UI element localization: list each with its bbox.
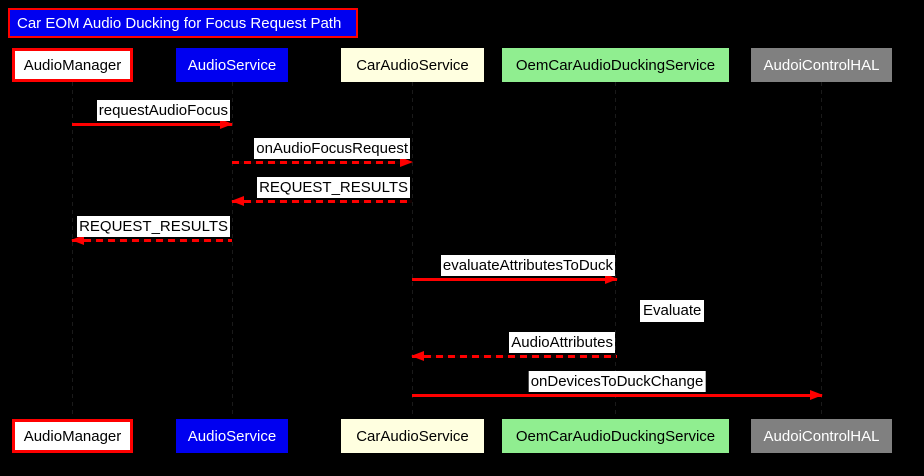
lifeline-audioservice [232, 82, 233, 418]
participant-label: AudoiControlHAL [763, 56, 880, 74]
arrowhead-right-icon [810, 390, 823, 400]
arrowhead-left-icon [411, 351, 424, 361]
participant-audioservice-top[interactable]: AudioService [176, 48, 288, 82]
participant-audiomanager-bottom[interactable]: AudioManager [12, 419, 133, 453]
lifeline-audiomanager [72, 82, 73, 418]
arrowhead-left-icon [231, 196, 244, 206]
participant-audiomanager-top[interactable]: AudioManager [12, 48, 133, 82]
message-ondevicestoduckchange: onDevicesToDuckChange [412, 371, 823, 400]
message-label: evaluateAttributesToDuck [440, 255, 615, 276]
participant-caraudioservice-bottom[interactable]: CarAudioService [341, 419, 484, 453]
message-label: requestAudioFocus [96, 100, 230, 121]
participant-label: OemCarAudioDuckingService [515, 427, 716, 445]
arrowhead-right-icon [400, 157, 413, 167]
participant-label: AudioService [187, 427, 277, 445]
note-label-text: Evaluate [643, 302, 702, 319]
participant-label: AudoiControlHAL [763, 427, 880, 445]
message-shaft [232, 200, 412, 203]
arrowhead-right-icon [220, 119, 233, 129]
participant-oemducking-bottom[interactable]: OemCarAudioDuckingService [502, 419, 729, 453]
message-label: onDevicesToDuckChange [528, 371, 706, 392]
message-label: REQUEST_RESULTS [257, 177, 410, 198]
message-request-results-to-audioservice: REQUEST_RESULTS [231, 177, 412, 206]
participant-label: CarAudioService [356, 56, 469, 74]
message-label: AudioAttributes [509, 332, 615, 353]
message-shaft [72, 239, 232, 242]
diagram-title-box: Car EOM Audio Ducking for Focus Request … [8, 8, 358, 38]
lifeline-hal [821, 82, 822, 418]
message-audioattributes: AudioAttributes [411, 332, 617, 361]
participant-hal-bottom[interactable]: AudoiControlHAL [751, 419, 892, 453]
participant-oemducking-top[interactable]: OemCarAudioDuckingService [502, 48, 729, 82]
message-request-results-to-audiomanager: REQUEST_RESULTS [71, 216, 232, 245]
lifeline-caraudioservice [412, 82, 413, 418]
message-shaft [72, 123, 232, 126]
message-onaudiofocusrequest: onAudioFocusRequest [232, 138, 413, 167]
note-evaluate: Evaluate [640, 300, 705, 322]
participant-label: OemCarAudioDuckingService [515, 56, 716, 74]
participant-caraudioservice-top[interactable]: CarAudioService [341, 48, 484, 82]
diagram-title: Car EOM Audio Ducking for Focus Request … [17, 14, 342, 32]
message-label: REQUEST_RESULTS [77, 216, 230, 237]
message-requestaudiofocus: requestAudioFocus [72, 100, 233, 129]
message-evaluateattributestoduck: evaluateAttributesToDuck [412, 255, 618, 284]
message-shaft [412, 394, 822, 397]
message-shaft [412, 278, 617, 281]
participant-label: AudioService [187, 56, 277, 74]
lifeline-oemducking [615, 82, 616, 418]
participant-label: CarAudioService [356, 427, 469, 445]
arrowhead-left-icon [71, 235, 84, 245]
arrowhead-right-icon [605, 274, 618, 284]
participant-label: AudioManager [23, 56, 122, 74]
participant-audioservice-bottom[interactable]: AudioService [176, 419, 288, 453]
participant-hal-top[interactable]: AudoiControlHAL [751, 48, 892, 82]
participant-label: AudioManager [23, 427, 122, 445]
message-label: onAudioFocusRequest [254, 138, 410, 159]
message-shaft [232, 161, 412, 164]
message-shaft [412, 355, 617, 358]
